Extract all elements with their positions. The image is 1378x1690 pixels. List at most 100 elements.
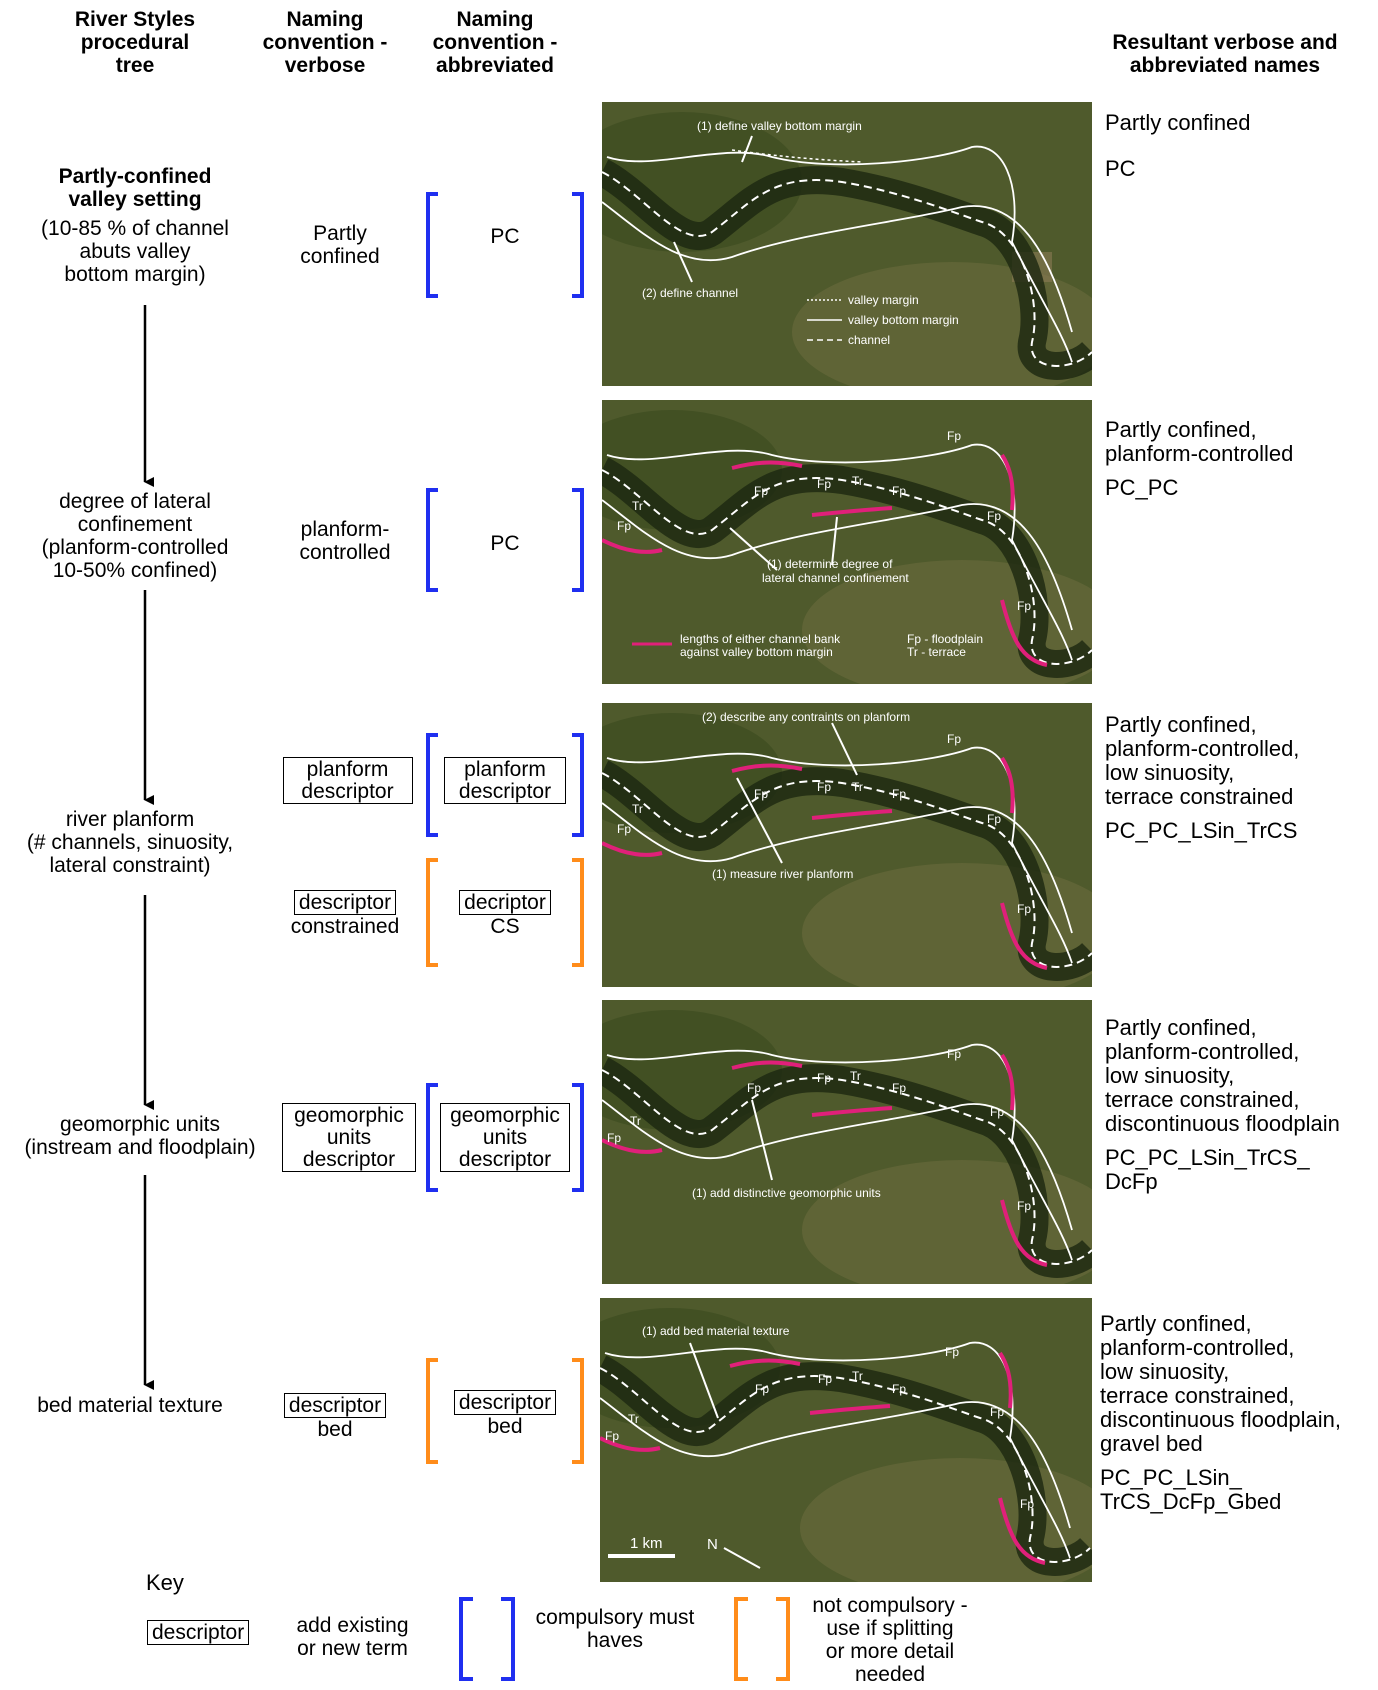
scale-label: 1 km: [630, 1535, 663, 1552]
map3-label-tr-2: Tr: [852, 780, 863, 794]
map2-label-fp-6: Fp: [987, 509, 1001, 523]
abbrev-2: PC: [490, 532, 520, 555]
map1-annotation-2: (2) define channel: [642, 286, 738, 300]
map2-arrow-2: [729, 527, 778, 571]
map3-label-fp-1: Fp: [617, 822, 631, 836]
tree-step-1: Partly-confined valley setting (10-85 % …: [41, 165, 229, 286]
map2-label-fp-3: Fp: [817, 477, 831, 491]
result-4: Partly confined,planform-controlled, low…: [1105, 1015, 1340, 1194]
map5-label-fp-6: Fp: [990, 1405, 1004, 1419]
map3-label-fp-4: Fp: [892, 787, 906, 801]
map4-label-fp-2: Fp: [747, 1081, 761, 1095]
map1-legend-valley-bottom: valley bottom margin: [848, 313, 959, 327]
map3-arrow-2: [736, 777, 783, 864]
map2-label-fp-2: Fp: [754, 484, 768, 498]
map2-label-fp-4: Fp: [892, 484, 906, 498]
bracket-3b-right: [572, 858, 584, 967]
map3-label-tr-1: Tr: [632, 802, 643, 816]
result-1: Partly confined PC: [1105, 110, 1251, 181]
bracket-1-right: [572, 192, 584, 298]
map3-label-fp-5: Fp: [947, 732, 961, 746]
tree-step-5: bed material texture: [37, 1394, 223, 1417]
map4-label-fp-5: Fp: [947, 1047, 961, 1061]
map5-label-fp-1: Fp: [605, 1429, 619, 1443]
key-title: Key: [146, 1570, 184, 1595]
verbose-2: planform-controlled: [299, 518, 391, 564]
map2-annotation-1a: (1) determine degree of: [767, 557, 893, 571]
map4-label-fp-4: Fp: [892, 1081, 906, 1095]
map5-label-fp-5: Fp: [945, 1345, 959, 1359]
verbose-3b: descriptor constrained: [290, 890, 400, 938]
map5-label-fp-4: Fp: [892, 1382, 906, 1396]
map5-arrow-1: [689, 1342, 719, 1419]
abbrev-5: descriptor bed: [440, 1390, 570, 1438]
bracket-4-right: [572, 1083, 584, 1192]
map2-label-fp-7: Fp: [1017, 599, 1031, 613]
map3-label-fp-3: Fp: [817, 780, 831, 794]
map1-annotation-1: (1) define valley bottom margin: [697, 119, 862, 133]
map1-arrow-2: [673, 241, 693, 283]
map2-legend-b: against valley bottom margin: [680, 645, 833, 659]
map2-arrow-1: [831, 516, 838, 566]
map-panel-4: Fp Tr Fp Fp Tr Fp Fp Fp Fp (1) add disti…: [602, 1000, 1092, 1284]
map4-arrow-1: [751, 1099, 773, 1181]
map5-annotation-1: (1) add bed material texture: [642, 1324, 790, 1338]
map2-legend-fp: Fp - floodplain: [907, 632, 983, 646]
bracket-4-left: [426, 1083, 438, 1192]
map2-legend-tr: Tr - terrace: [907, 645, 966, 659]
map4-label-tr-2: Tr: [850, 1069, 861, 1083]
map4-label-fp-3: Fp: [817, 1071, 831, 1085]
verbose-5: descriptor bed: [270, 1393, 400, 1441]
tree-step-4: geomorphic units(instream and floodplain…: [24, 1113, 256, 1159]
map4-label-fp-6: Fp: [990, 1105, 1004, 1119]
map5-label-fp-3: Fp: [818, 1372, 832, 1386]
map5-label-tr-1: Tr: [628, 1412, 639, 1426]
bracket-2-right: [572, 488, 584, 592]
map4-label-tr-1: Tr: [630, 1114, 641, 1128]
key-orange-bracket: [734, 1597, 790, 1681]
tree-arrows: [143, 305, 154, 1390]
bracket-1-left: [426, 192, 438, 298]
map5-label-tr-2: Tr: [852, 1369, 863, 1383]
map1-legend-channel: channel: [848, 333, 890, 347]
map2-legend-a: lengths of either channel bank: [680, 632, 841, 646]
map4-annotation-1: (1) add distinctive geomorphic units: [692, 1186, 881, 1200]
bracket-3-left: [426, 733, 438, 837]
result-3: Partly confined,planform-controlled, low…: [1105, 712, 1300, 843]
map4-label-fp-7: Fp: [1017, 1199, 1031, 1213]
result-5: Partly confined,planform-controlled, low…: [1100, 1311, 1341, 1514]
tree-step-3: river planform(# channels, sinuosity,lat…: [26, 808, 234, 877]
map3-annotation-2: (1) measure river planform: [712, 867, 853, 881]
key-blue-bracket: [459, 1597, 515, 1681]
map-panel-3: Fp Tr Fp Fp Tr Fp Fp Fp Fp (2) describe …: [602, 703, 1092, 987]
map-panel-2: Fp Tr Fp Fp Tr Fp Fp Fp Fp (1) determine…: [602, 400, 1092, 684]
map2-label-tr-1: Tr: [632, 499, 643, 513]
abbrev-3b: decriptor CS: [440, 890, 570, 938]
map3-label-fp-6: Fp: [987, 812, 1001, 826]
map-panel-1: (1) define valley bottom margin (2) defi…: [602, 102, 1092, 386]
map2-label-fp-5: Fp: [947, 429, 961, 443]
map2-label-tr-2: Tr: [852, 474, 863, 488]
bracket-3b-left: [426, 858, 438, 967]
bracket-3-right: [572, 733, 584, 837]
map-panel-5: Fp Tr Fp Fp Tr Fp Fp Fp Fp (1) add bed m…: [600, 1298, 1092, 1582]
north-label: N: [707, 1536, 718, 1553]
bracket-5-right: [572, 1358, 584, 1464]
map5-label-fp-7: Fp: [1020, 1497, 1034, 1511]
bracket-5-left: [426, 1358, 438, 1464]
result-2: Partly confined,planform-controlled PC_P…: [1105, 417, 1294, 500]
map1-arrow-1: [741, 135, 753, 163]
bracket-layer: [426, 192, 584, 1464]
key-orange-desc: not compulsory -use if splitting or more…: [812, 1594, 968, 1686]
